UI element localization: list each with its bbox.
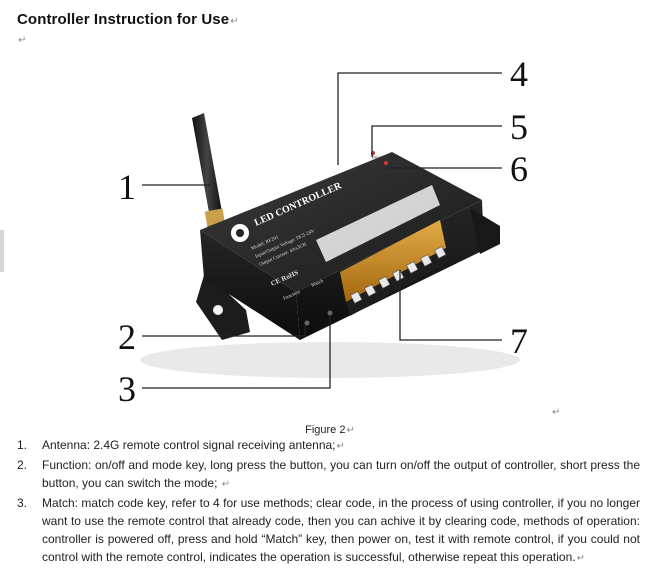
match-button[interactable] [327,310,333,316]
instruction-list: 1. Antenna: 2.4G remote control signal r… [0,436,649,568]
mounting-flange [470,208,500,254]
function-button[interactable] [304,320,310,326]
heading-text: Controller Instruction for Use [17,11,230,28]
figure-caption-text: Figure 2 [305,424,346,436]
paragraph-mark-icon: ↵ [221,479,231,490]
paragraph-mark-icon: ↵ [552,407,561,418]
controller-top [200,152,482,292]
callout-number: 1 [118,167,136,207]
terminal-block [316,185,448,316]
list-text: Function: on/off and mode key, long pres… [42,458,640,490]
paragraph-mark-icon: ↵ [346,425,355,436]
figure-caption: Figure 2↵ [300,424,360,436]
paragraph-mark-icon: ↵ [230,16,239,27]
controller-figure: LED CONTROLLER Model: RF201 Input/Output… [0,40,649,430]
mounting-hole [213,305,223,315]
paragraph-mark-icon: ↵ [336,441,345,452]
callout-number: 6 [510,149,528,189]
list-item: 2. Function: on/off and mode key, long p… [0,456,649,494]
page-edge-marker [0,230,4,272]
match-label: Match [311,279,325,289]
list-text: Match: match code key, refer to 4 for us… [42,496,640,564]
list-item: 1. Antenna: 2.4G remote control signal r… [0,436,649,456]
callout-lines [142,72,502,389]
list-text: Antenna: 2.4G remote control signal rece… [42,438,336,452]
antenna-icon [192,113,226,236]
page-heading: Controller Instruction for Use↵ [17,11,239,28]
callout-number: 3 [118,369,136,409]
paragraph-mark-icon: ↵ [576,553,586,564]
list-number: 3. [17,496,28,510]
callout-number: 5 [510,107,528,147]
paragraph-mark-icon: ↵ [18,35,27,46]
callout-number: 2 [118,317,136,357]
list-item: 3. Match: match code key, refer to 4 for… [0,494,649,568]
signal-led [384,161,388,165]
power-label: Power [372,156,385,161]
mounting-flange [196,272,250,340]
controller-illustration: LED CONTROLLER Model: RF201 Input/Output… [118,54,528,409]
brand-logo-center [236,229,244,237]
callout-number: 4 [510,54,528,94]
list-number: 2. [17,458,28,472]
callout-number: 7 [510,321,528,361]
list-number: 1. [17,438,28,452]
controller-side [200,230,300,340]
